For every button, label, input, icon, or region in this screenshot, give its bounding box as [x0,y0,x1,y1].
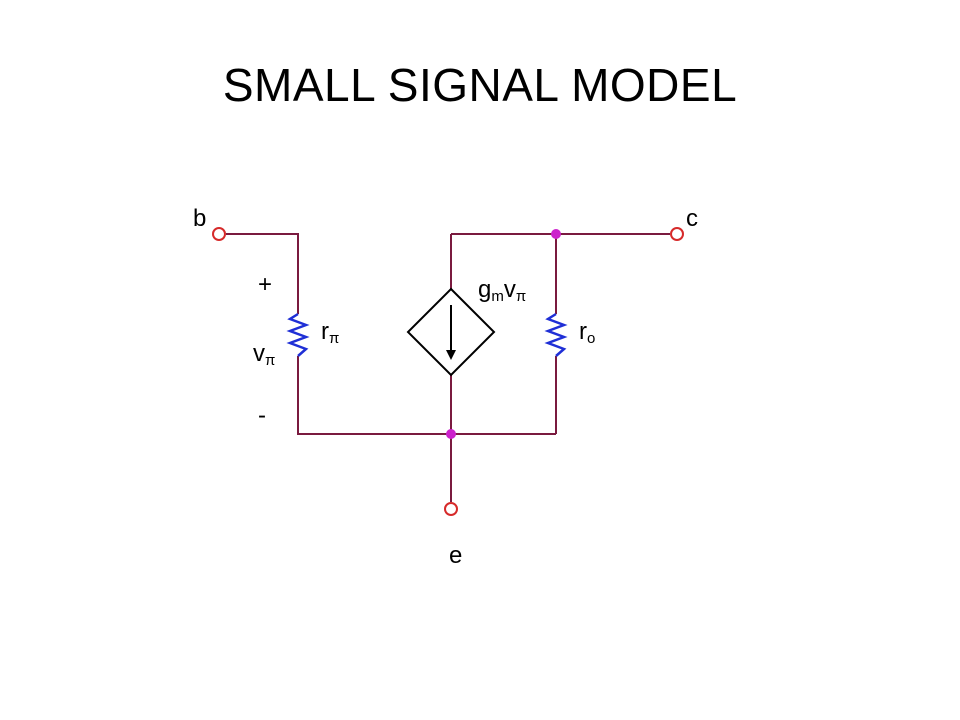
node-c-label: c [686,205,698,232]
plus-sign: + [258,271,273,298]
base-wire [226,233,299,314]
r-pi-label: rπ [321,318,340,347]
r-pi-symbol: r [321,318,329,345]
emitter-terminal [444,502,458,516]
base-terminal [212,227,226,241]
r-pi-subscript: π [329,330,340,347]
slide-title: SMALL SIGNAL MODEL [222,59,738,111]
gm-v-pi-label: gmvπ [478,276,527,305]
v-pi-symbol: v [253,340,265,367]
v-pi-subscript: π [265,352,276,369]
node-e-label: e [449,542,463,569]
gm-subscript: m [491,288,504,305]
r-o-subscript: o [587,330,596,347]
bottom-wire [297,356,556,435]
v-pi-label: vπ [253,340,276,369]
arrow-head-icon [446,350,456,360]
collector-terminal [670,227,684,241]
collector-junction [551,229,561,239]
minus-sign: - [258,402,266,429]
r-o-resistor [544,312,568,357]
source-v-subscript: π [515,288,527,305]
node-b-label: b [193,205,207,232]
r-pi-resistor [286,312,310,357]
emitter-junction [446,429,456,439]
r-o-symbol: r [579,318,587,345]
gm-symbol: g [478,276,492,303]
source-v-symbol: v [503,276,516,303]
r-o-label: ro [579,318,596,347]
